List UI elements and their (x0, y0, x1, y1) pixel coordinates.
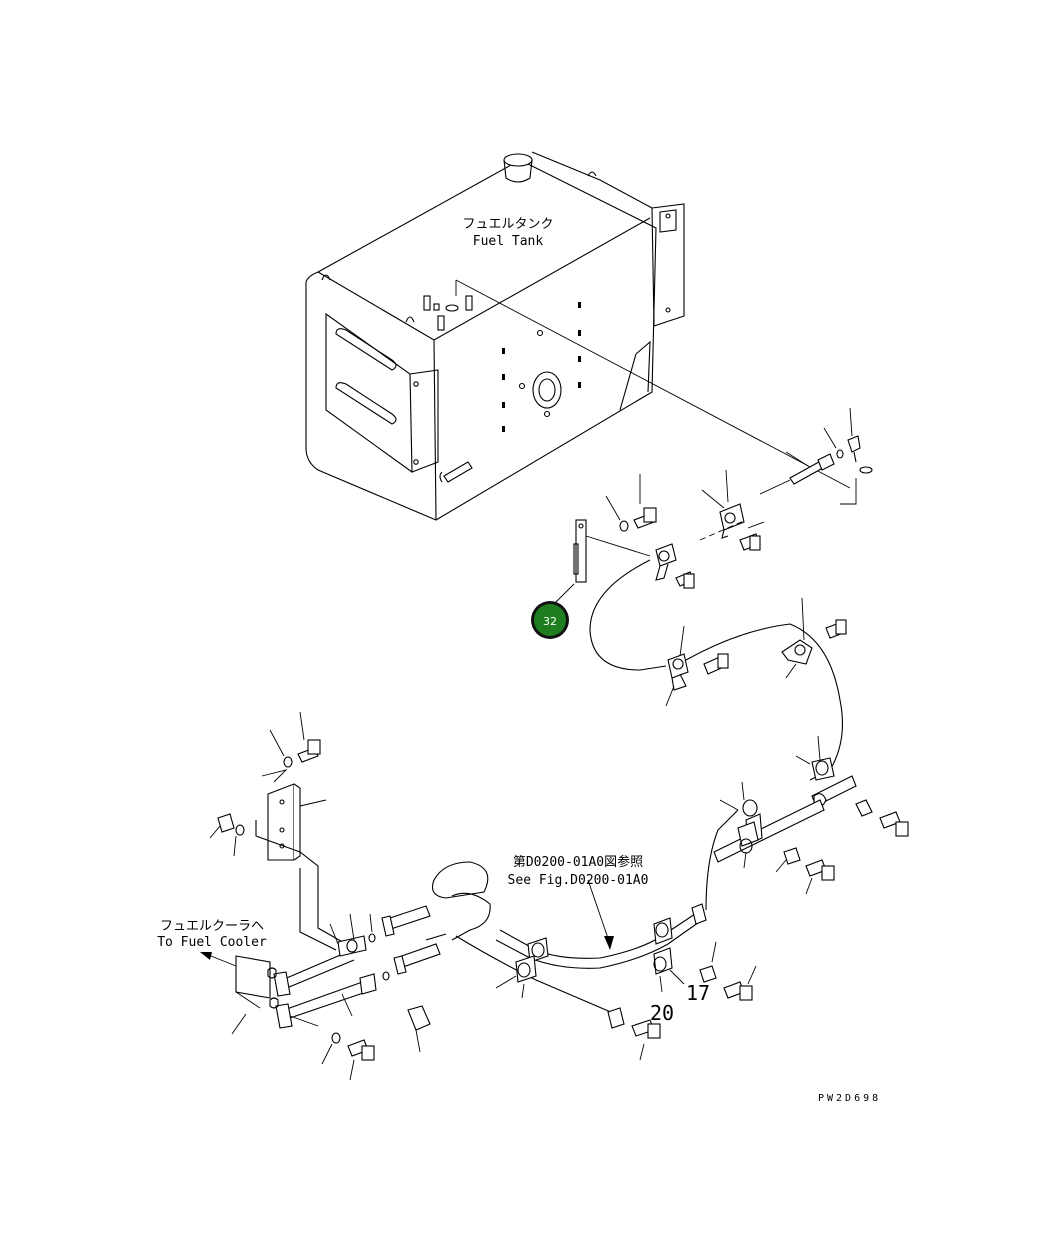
callout-17-number: 17 (686, 981, 710, 1005)
clamp-group-upper (573, 469, 765, 589)
callout-17[interactable]: 17 (686, 981, 710, 1005)
fuel-cooler-label-en: To Fuel Cooler (157, 935, 267, 950)
callout-20[interactable]: 20 (650, 1001, 674, 1025)
pipe-assembly-right (705, 735, 909, 911)
tank-side-dots (502, 302, 581, 432)
fuel-cooler-label-jp: フュエルクーラヘ (160, 919, 264, 934)
figure-reference-en: See Fig.D0200-01A0 (508, 873, 649, 888)
callout-32-number: 32 (543, 615, 557, 628)
fuel-tank-label-jp: フュエルタンク (462, 217, 553, 232)
tank-outlet-fittings (759, 407, 873, 505)
drawing-code: PW2D698 (818, 1093, 881, 1104)
fuel-hose (589, 559, 847, 771)
callout-20-number: 20 (650, 1001, 674, 1025)
callout-32-badge (534, 604, 566, 636)
pipe-assembly-center (368, 861, 757, 1061)
fuel-tank-label-en: Fuel Tank (473, 234, 544, 249)
figure-reference-jp: 第D0200-01A0図参照 (513, 854, 643, 870)
fuel-tank (305, 151, 685, 521)
callout-32[interactable]: 32 (531, 583, 575, 639)
pipe-assembly-left (200, 711, 377, 1081)
